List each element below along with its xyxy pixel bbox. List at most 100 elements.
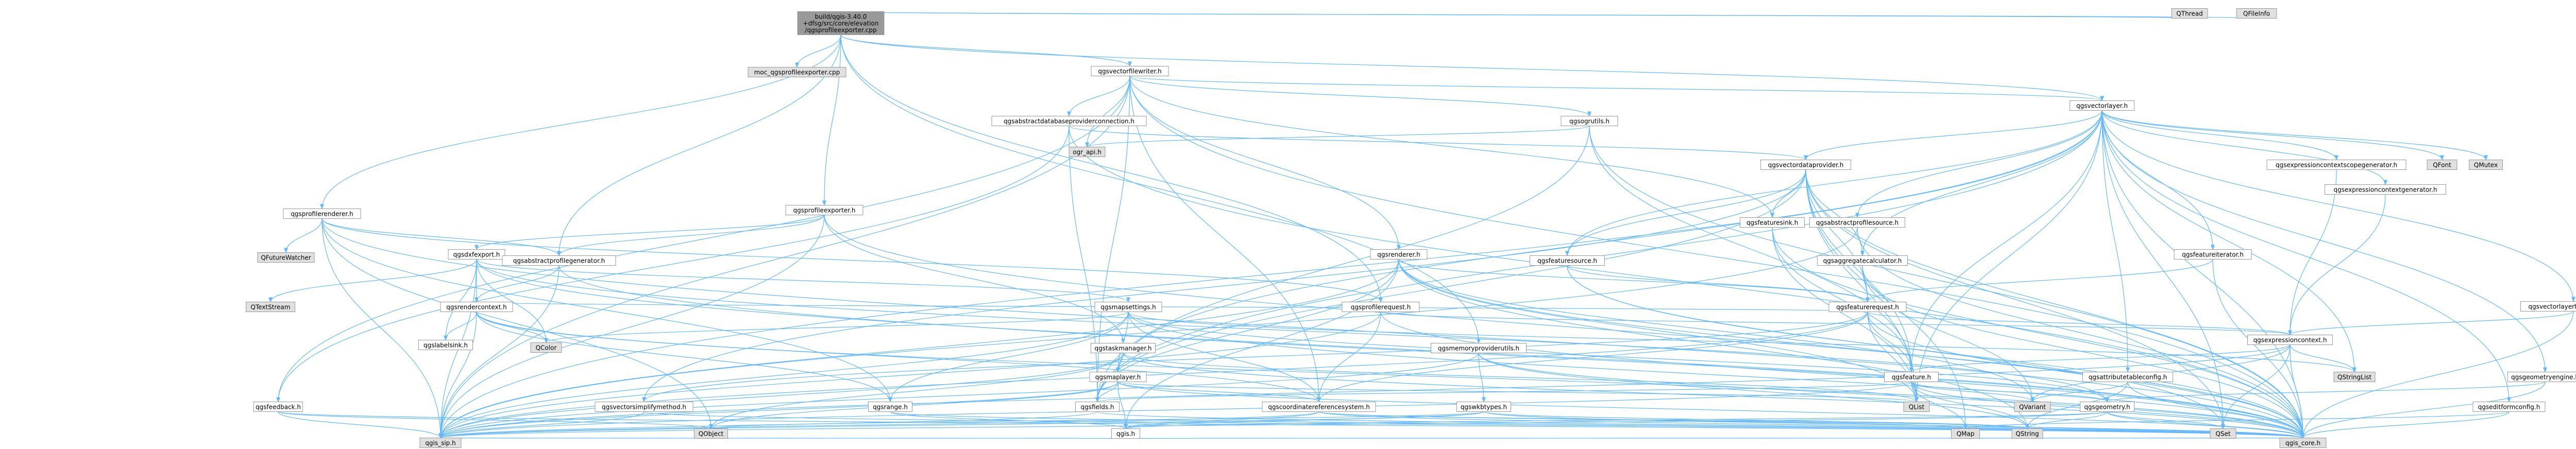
node-QObject[interactable]: QObject <box>694 428 728 439</box>
edge-qgsmemoryproviderutils-to-qgswkbtypes <box>1478 353 1486 403</box>
edge-qgsprofilerenderer-to-QFutureWatcher <box>284 218 323 253</box>
node-qgis_core[interactable]: qgis_core.h <box>2279 438 2327 448</box>
node-QMutex[interactable]: QMutex <box>2469 160 2503 170</box>
node-qgsabstractprofilesource[interactable]: qgsabstractprofilesource.h <box>1809 217 1905 228</box>
node-QStringList[interactable]: QStringList <box>2333 372 2376 382</box>
nodes-layer: build/qgis-3.40.0+dfsg/src/core/elevatio… <box>246 8 2576 448</box>
node-qgsfeatureiterator[interactable]: qgsfeatureiterator.h <box>2174 249 2252 260</box>
node-qgsrange[interactable]: qgsrange.h <box>868 402 912 412</box>
node-qgsexpressioncontextscopegenerator[interactable]: qgsexpressioncontextscopegenerator.h <box>2266 160 2406 170</box>
node-label: QFutureWatcher <box>261 254 311 262</box>
node-qgsvectordataprovider[interactable]: qgsvectordataprovider.h <box>1760 160 1851 170</box>
node-qgsprofilerequest[interactable]: qgsprofilerequest.h <box>1342 302 1420 312</box>
node-qgsmaplayer[interactable]: qgsmaplayer.h <box>1089 372 1147 382</box>
edge-qgsexpressioncontext-to-QSet <box>2221 344 2291 429</box>
node-QFutureWatcher[interactable]: QFutureWatcher <box>257 252 315 263</box>
node-label: qgsfeaturesink.h <box>1747 219 1798 227</box>
node-QList[interactable]: QList <box>1903 402 1930 412</box>
node-QThread[interactable]: QThread <box>2171 8 2208 19</box>
node-moc[interactable]: moc_qgsprofileexporter.cpp <box>748 67 846 77</box>
edge-qgsfeaturerequest-to-qgsexpressioncontext <box>1867 311 2292 336</box>
node-qgstaskmanager[interactable]: qgstaskmanager.h <box>1091 343 1156 353</box>
node-label: QFont <box>2433 162 2451 169</box>
node-qgsvectorlayertoolscontext[interactable]: qgsvectorlayertoolscontext.h <box>2520 301 2576 312</box>
node-qgsabstractdatabaseproviderconnection[interactable]: qgsabstractdatabaseproviderconnection.h <box>991 116 1147 126</box>
edge-qgsrange-to-qgis <box>890 411 1128 429</box>
node-label: ogr_api.h <box>1073 149 1101 156</box>
edge-qgsfeatureiterator-to-qgsfeaturerequest <box>1866 259 2213 303</box>
edge-qgsmapsettings-to-qgsmaplayer <box>1116 312 1129 373</box>
node-label: qgsvectorlayer.h <box>2076 102 2128 110</box>
node-box <box>2266 160 2406 170</box>
node-qgsfeature[interactable]: qgsfeature.h <box>1884 372 1939 382</box>
node-qgsvectorsimplifymethod[interactable]: qgsvectorsimplifymethod.h <box>595 402 693 412</box>
node-label: qgsvectordataprovider.h <box>1768 162 1844 169</box>
node-root[interactable]: build/qgis-3.40.0+dfsg/src/core/elevatio… <box>797 11 885 35</box>
node-qgsvectorlayer[interactable]: qgsvectorlayer.h <box>2070 100 2134 111</box>
node-label: qgsrenderer.h <box>1377 251 1420 258</box>
edge-qgsrendercontext-to-qgscoordinatereferencesystem <box>476 312 1321 403</box>
node-QVariant[interactable]: QVariant <box>2014 402 2051 412</box>
edge-qgsprofilerequest-to-qgis_core <box>1380 312 2305 439</box>
node-qgsrenderer[interactable]: qgsrenderer.h <box>1370 249 1428 260</box>
edge-root-to-qgsprofilerenderer <box>320 34 841 210</box>
node-qgsabstractprofilegenerator[interactable]: qgsabstractprofilegenerator.h <box>502 255 616 266</box>
edge-qgsmapsettings-to-qgis_core <box>1128 312 2305 439</box>
node-qgsattributetableconfig[interactable]: qgsattributetableconfig.h <box>2082 372 2173 382</box>
node-QString[interactable]: QString <box>2011 428 2043 439</box>
node-qgsaggregatecalculator[interactable]: qgsaggregatecalculator.h <box>1817 255 1908 266</box>
edge-qgsprofileexporter-to-qgstaskmanager <box>824 215 1125 344</box>
node-ogr_api[interactable]: ogr_api.h <box>1069 147 1106 157</box>
node-label: qgsogrutils.h <box>1569 118 1609 125</box>
edge-qgsprofilerenderer-to-qgsprofilerequest <box>321 218 1383 303</box>
node-qgsgeometryengine[interactable]: qgsgeometryengine.h <box>2507 372 2576 382</box>
node-qgsmemoryproviderutils[interactable]: qgsmemoryproviderutils.h <box>1431 343 1527 353</box>
node-qgsprofileexporter[interactable]: qgsprofileexporter.h <box>785 205 863 215</box>
node-qgsfeaturesink[interactable]: qgsfeaturesink.h <box>1740 217 1805 228</box>
edge-qgsabstractdatabaseproviderconnection-to-qgis_core <box>1069 126 2305 439</box>
node-qgsogrutils[interactable]: qgsogrutils.h <box>1561 116 1618 126</box>
node-box <box>2236 8 2277 19</box>
node-qgswkbtypes[interactable]: qgswkbtypes.h <box>1456 402 1511 412</box>
node-qgsprofilerenderer[interactable]: qgsprofilerenderer.h <box>283 209 361 219</box>
edge-qgsmapsettings-to-qgscoordinatereferencesystem <box>1128 312 1321 403</box>
edge-qgsfeature-to-QVariant <box>1911 382 2035 403</box>
node-qgslabelsink[interactable]: qgslabelsink.h <box>418 340 473 350</box>
node-qgsfeaturesource[interactable]: qgsfeaturesource.h <box>1530 255 1605 266</box>
node-QSet[interactable]: QSet <box>2210 428 2236 439</box>
node-qgsmapsettings[interactable]: qgsmapsettings.h <box>1094 302 1162 312</box>
node-label: qgsrendercontext.h <box>446 304 506 311</box>
node-qgis_sip[interactable]: qgis_sip.h <box>419 438 462 448</box>
edge-qgsfeaturerequest-to-qgscoordinatereferencesystem <box>1317 312 1868 403</box>
node-qgis[interactable]: qgis.h <box>1111 428 1140 439</box>
node-qgsgeometry[interactable]: qgsgeometry.h <box>2080 402 2134 412</box>
node-qgscoordinatereferencesystem[interactable]: qgscoordinatereferencesystem.h <box>1262 402 1376 412</box>
node-qgsexpressioncontextgenerator[interactable]: qgsexpressioncontextgenerator.h <box>2325 184 2446 195</box>
node-qgsfeaturerequest[interactable]: qgsfeaturerequest.h <box>1828 302 1907 312</box>
node-label: qgsmaplayer.h <box>1095 374 1141 381</box>
node-box <box>2520 301 2576 312</box>
edge-qgsvectorfilewriter-to-qgsvectorlayer <box>1129 75 2104 101</box>
node-qgsdxfexport[interactable]: qgsdxfexport.h <box>448 249 505 260</box>
node-QMap[interactable]: QMap <box>1951 428 1980 439</box>
node-qgsvectorfilewriter[interactable]: qgsvectorfilewriter.h <box>1091 66 1169 76</box>
node-box <box>2171 8 2208 19</box>
edge-qgsvectordataprovider-to-qgsfeaturerequest <box>1805 169 1870 303</box>
edge-qgsprofilerenderer-to-qgis_core <box>321 218 2305 439</box>
edge-qgstaskmanager-to-qgis_core <box>1123 353 2305 439</box>
edge-qgsvectorlayertoolscontext-to-qgsexpressioncontext <box>2288 310 2574 336</box>
node-qgsfeedback[interactable]: qgsfeedback.h <box>253 402 303 412</box>
node-qgseditformconfig[interactable]: qgseditformconfig.h <box>2472 402 2546 412</box>
edge-qgsvectorfilewriter-to-qgis_core <box>1129 76 2305 439</box>
node-QFont[interactable]: QFont <box>2427 160 2458 170</box>
node-qgsrendercontext[interactable]: qgsrendercontext.h <box>440 302 513 312</box>
node-QFileInfo[interactable]: QFileInfo <box>2236 8 2277 19</box>
node-label: qgis.h <box>1116 430 1135 438</box>
node-qgsfields[interactable]: qgsfields.h <box>1075 402 1120 412</box>
node-qgsexpressioncontext[interactable]: qgsexpressioncontext.h <box>2247 335 2333 345</box>
node-QTextStream[interactable]: QTextStream <box>246 302 295 312</box>
edge-qgsmemoryproviderutils-to-qgis_core <box>1478 353 2305 439</box>
node-QColor[interactable]: QColor <box>530 342 562 353</box>
edge-qgsvectorfilewriter-to-qgsogrutils <box>1129 76 1591 117</box>
